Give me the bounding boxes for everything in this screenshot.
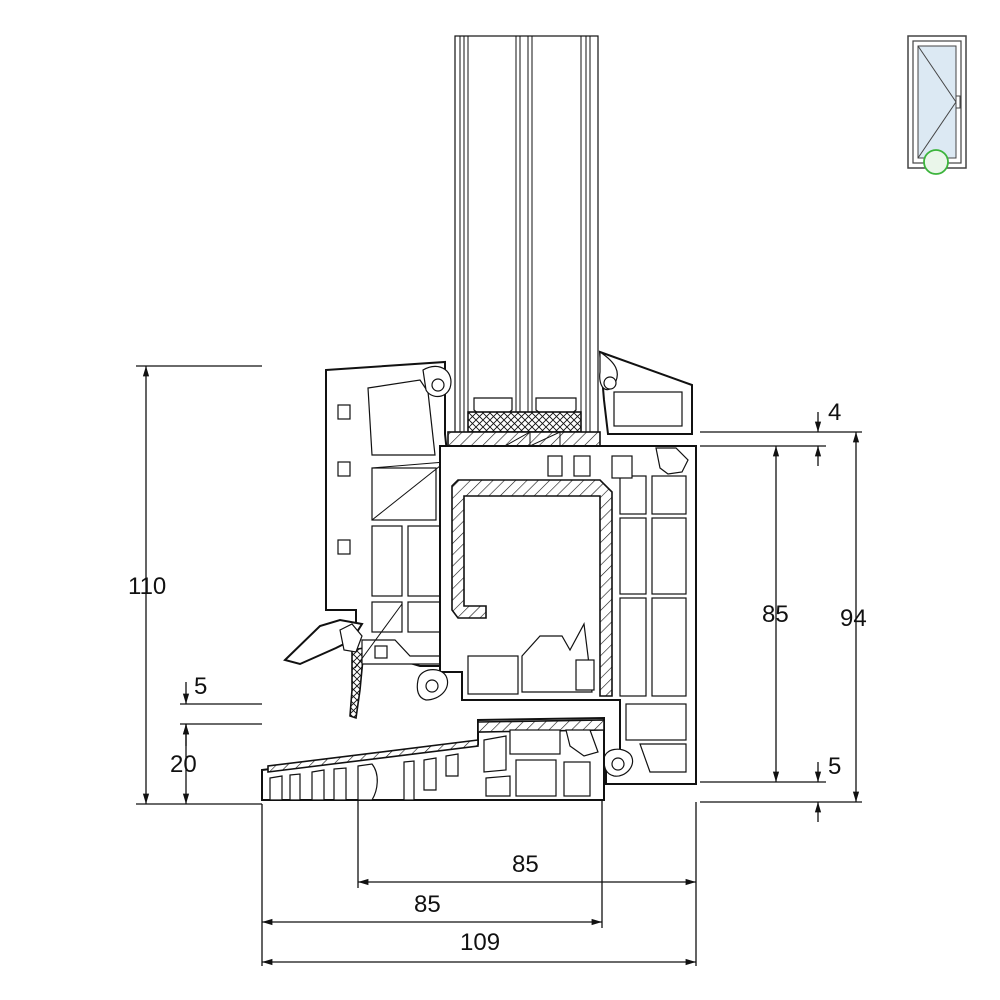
dim-sash-width: 85 — [512, 851, 539, 878]
triple-glazing-unit — [447, 35, 601, 447]
sash-profile — [283, 360, 452, 720]
dim-overlap-bottom: 5 — [828, 753, 841, 780]
dim-gap-top: 5 — [194, 673, 207, 700]
frame-profile — [416, 445, 697, 785]
threshold-sill-profile — [261, 716, 605, 801]
dimension-lines — [136, 365, 862, 966]
dim-sill-height: 20 — [170, 751, 197, 778]
casement-window-icon — [907, 35, 967, 175]
dim-frame-height: 94 — [840, 605, 867, 632]
dim-frame-width: 85 — [414, 891, 441, 918]
section-location-marker — [923, 149, 949, 175]
glazing-bead — [598, 350, 693, 435]
dim-frame-depth-inner: 85 — [762, 601, 789, 628]
dim-total-height: 110 — [128, 573, 166, 600]
dim-sill-width: 109 — [460, 929, 500, 956]
dim-overlap-top: 4 — [828, 399, 841, 426]
